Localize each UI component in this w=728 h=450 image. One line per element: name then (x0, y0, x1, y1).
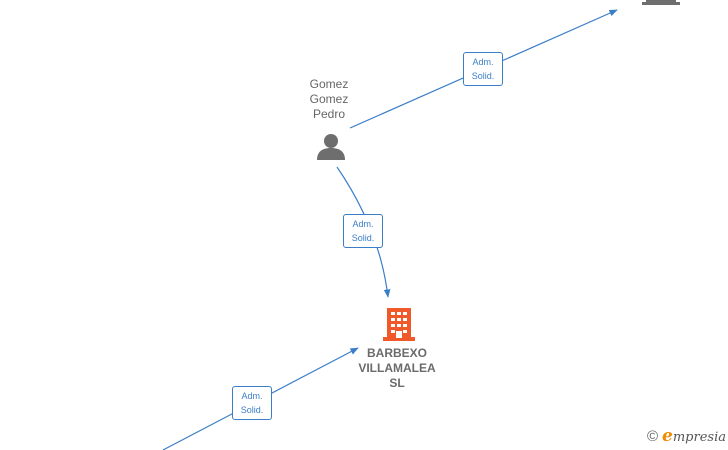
building-icon[interactable] (642, 0, 680, 5)
person-name-line: Gomez (309, 92, 349, 106)
edge-label-line2: Solid. (351, 233, 375, 243)
company-name-label[interactable]: BARBEXO VILLAMALEA SL (342, 346, 452, 391)
person-name-label[interactable]: Gomez Gomez Pedro (289, 77, 369, 122)
edge-label-line1: Adm. (352, 219, 374, 229)
person-name-line: Pedro (312, 107, 346, 121)
person-name-line: Gomez (309, 77, 349, 91)
company-name-line: VILLAMALEA (358, 361, 436, 375)
edge-label-line1: Adm. (241, 391, 263, 401)
edge-label-line2: Solid. (240, 405, 264, 415)
company-name-line: SL (389, 376, 405, 390)
brand-name: mpresia (672, 430, 726, 445)
edge-label-adm-solid[interactable]: Adm. Solid. (232, 386, 272, 420)
building-icon[interactable] (383, 308, 415, 341)
edge-label-adm-solid[interactable]: Adm. Solid. (463, 52, 503, 86)
edge-label-line1: Adm. (472, 57, 494, 67)
company-name-line: BARBEXO (366, 346, 427, 360)
person-icon[interactable] (317, 134, 345, 160)
edge-label-line2: Solid. (471, 71, 495, 81)
brand-initial: e (662, 426, 673, 446)
copyright-symbol: © (646, 428, 659, 445)
edge-label-adm-solid[interactable]: Adm. Solid. (343, 214, 383, 248)
brand-watermark: ©empresia (647, 426, 726, 446)
